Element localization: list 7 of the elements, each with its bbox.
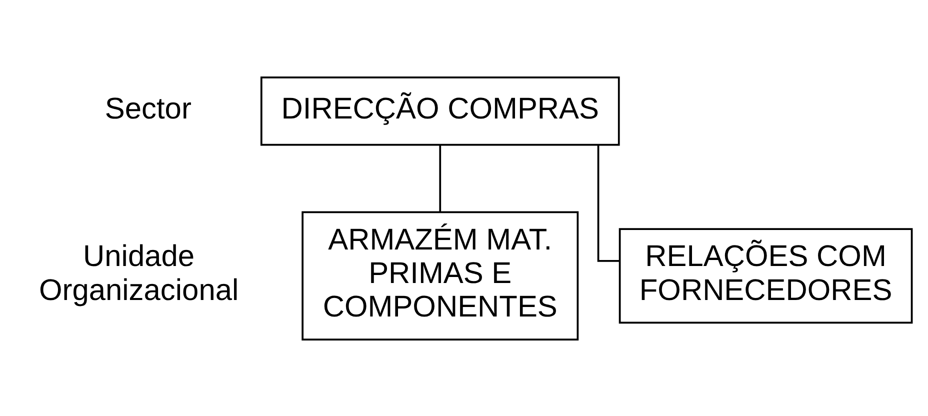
label: Sector: [104, 92, 192, 125]
node-box: RELAÇÕES COM FORNECEDORES: [618, 228, 913, 324]
connector: [439, 144, 442, 212]
node-box: ARMAZÉM MAT. PRIMAS E COMPONENTES: [302, 210, 579, 340]
node-box: DIRECÇÃO COMPRAS: [260, 76, 620, 146]
connector: [597, 144, 620, 262]
label: Unidade Organizacional: [38, 240, 239, 306]
